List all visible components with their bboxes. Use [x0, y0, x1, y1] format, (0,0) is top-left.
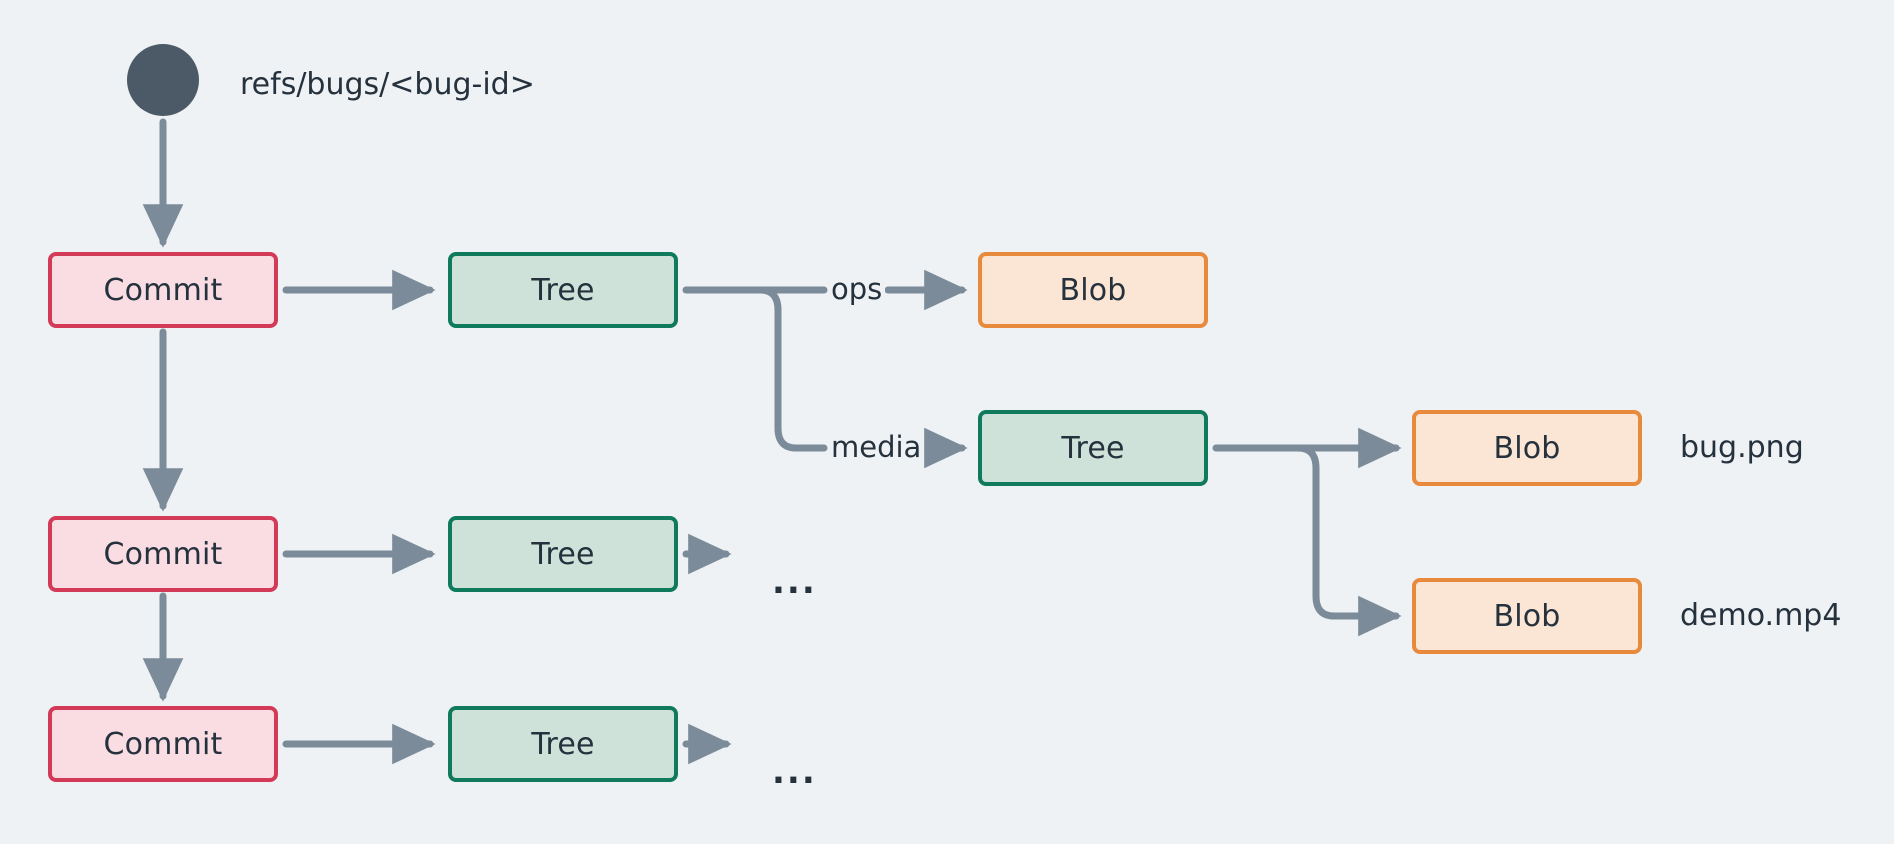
- branch-ref-dot[interactable]: [127, 44, 199, 116]
- node-commit-3[interactable]: Commit: [48, 706, 278, 782]
- edge-label-ops: ops: [828, 275, 886, 304]
- file-label-bug-png: bug.png: [1680, 430, 1804, 465]
- edge-label-media: media: [828, 433, 925, 462]
- node-commit-2[interactable]: Commit: [48, 516, 278, 592]
- node-tree-1[interactable]: Tree: [448, 252, 678, 328]
- node-tree-3[interactable]: Tree: [448, 706, 678, 782]
- edge-tree1-to-media: [756, 286, 828, 452]
- node-tree-media[interactable]: Tree: [978, 410, 1208, 486]
- node-blob-bug-png[interactable]: Blob: [1412, 410, 1642, 486]
- branch-ref-label: refs/bugs/<bug-id>: [240, 67, 535, 102]
- ellipsis-tree-3: ...: [772, 752, 817, 792]
- node-tree-2[interactable]: Tree: [448, 516, 678, 592]
- node-blob-demo-mp4[interactable]: Blob: [1412, 578, 1642, 654]
- node-blob-ops[interactable]: Blob: [978, 252, 1208, 328]
- node-commit-1[interactable]: Commit: [48, 252, 278, 328]
- edge-treeM-to-blob3: [1294, 444, 1402, 637]
- ellipsis-tree-2: ...: [772, 562, 817, 602]
- file-label-demo-mp4: demo.mp4: [1680, 598, 1842, 633]
